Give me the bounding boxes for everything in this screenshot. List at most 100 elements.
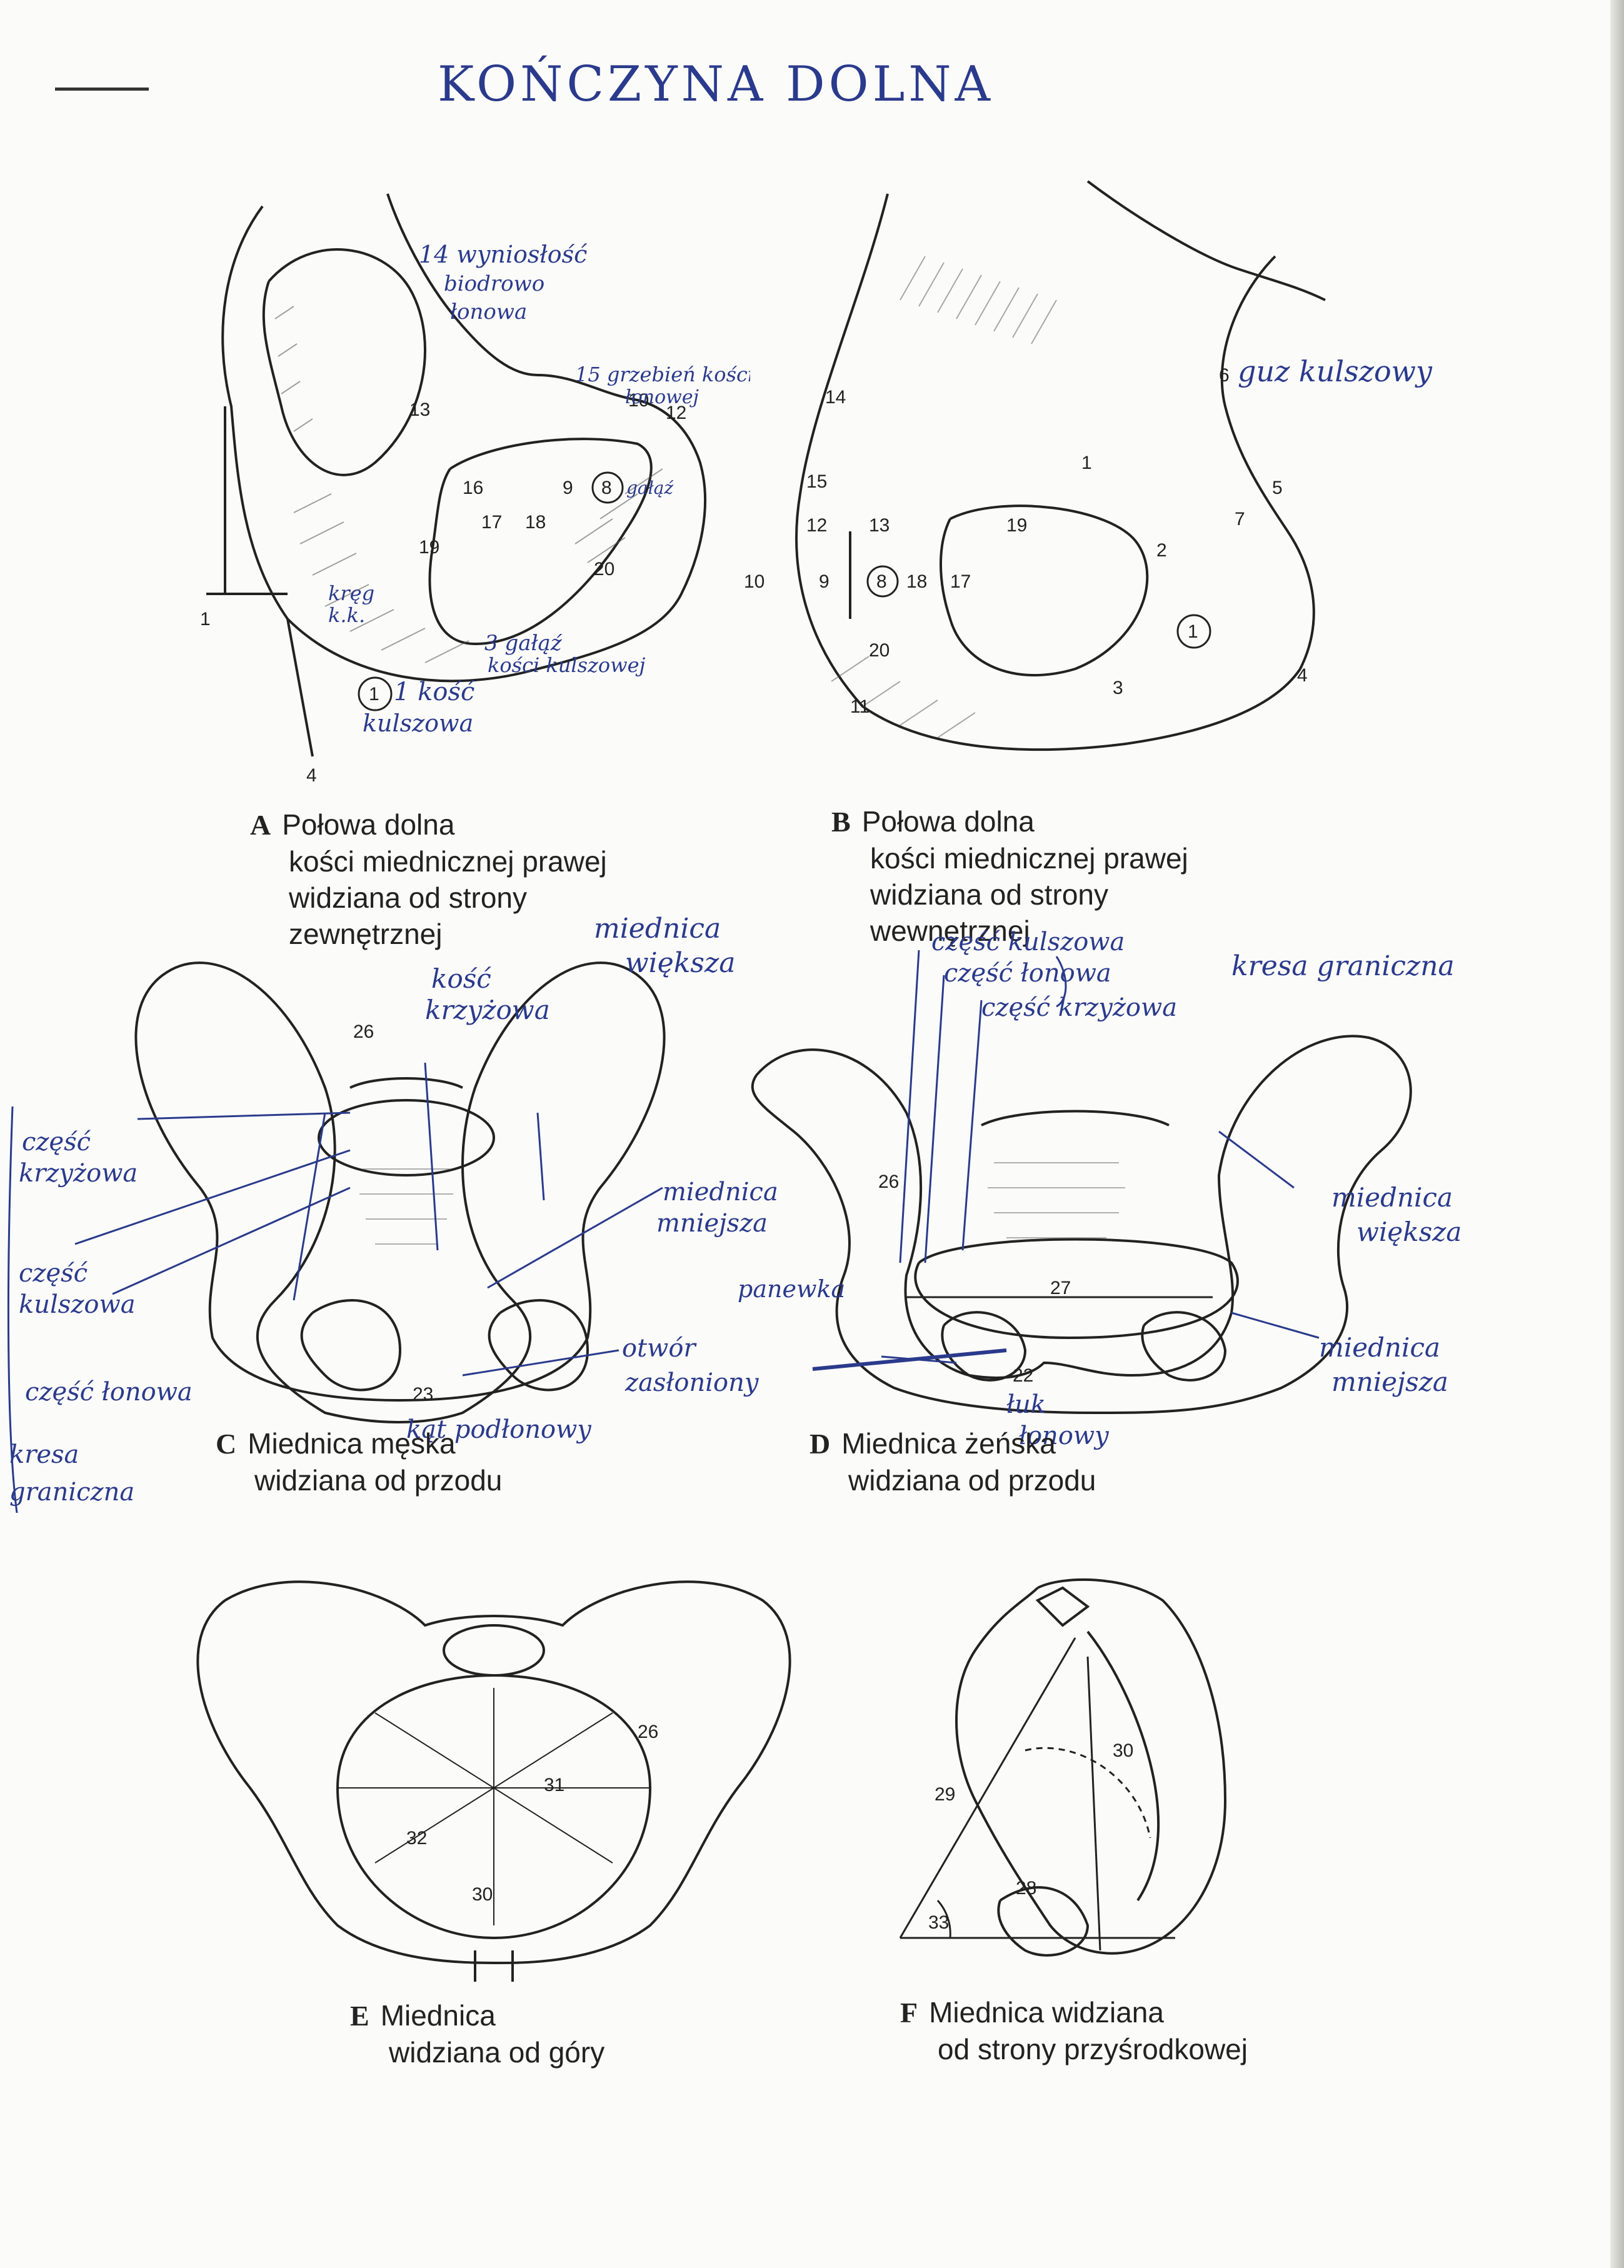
annotation-c-cz-krzyzowa-1: część	[22, 1128, 91, 1157]
caption-a-line-3: widziana od strony	[289, 881, 527, 914]
label-a-4: 4	[306, 765, 317, 781]
annotation-d-czesc-2: część łonowa	[944, 959, 1111, 988]
caption-f-line-1: Miednica widziana	[929, 1996, 1164, 2029]
caption-b-line-1: Połowa dolna	[861, 805, 1035, 838]
figure-a-drawing: 13 10 12 16 9 8 17 18 19 20 1 4 14 wynio…	[200, 193, 750, 781]
annotation-a-3-2: kości kulszowej	[488, 653, 646, 677]
annotation-d-luk-2: łonowy	[1019, 1422, 1110, 1450]
annotation-a-1-1: 1 kość	[394, 678, 475, 706]
label-a-19: 19	[419, 537, 439, 558]
caption-d-line-1: Miednica żeńska	[841, 1427, 1056, 1460]
annotation-c-mniejsza-2: mniejsza	[656, 1209, 768, 1238]
caption-a-line-2: kości miednicznej prawej	[289, 845, 607, 878]
caption-a-line-1: Połowa dolna	[282, 808, 455, 841]
annotation-d-wieksza-2: większa	[1356, 1217, 1461, 1247]
label-a-20: 20	[594, 559, 614, 580]
label-e-32: 32	[406, 1828, 427, 1849]
annotation-c-cz-krzyzowa-2: krzyżowa	[19, 1159, 138, 1188]
annotation-d-kresa: kresa graniczna	[1231, 950, 1455, 982]
annotation-a-3-1: 3 gałąź	[484, 631, 563, 656]
annotation-c-otwor-1: otwór	[622, 1334, 697, 1363]
label-b-5: 5	[1272, 478, 1283, 498]
label-e-31: 31	[544, 1775, 564, 1795]
annotation-d-luk-1: łuk	[1006, 1390, 1046, 1419]
label-a-13: 13	[409, 399, 430, 420]
annotation-c-kresa-1: kresa	[9, 1440, 79, 1469]
annotation-c-krzyzowa-2: krzyżowa	[425, 995, 550, 1025]
caption-a-line-4: zewnętrznej	[289, 918, 443, 950]
annotation-b-6: guz kulszowy	[1238, 354, 1433, 388]
annotation-a-14-1: 14 wyniosłość	[419, 241, 588, 268]
line-f-29	[899, 1637, 1076, 1939]
annotation-c-mniejsza-1: miednica	[663, 1178, 778, 1207]
caption-d-letter: D	[809, 1428, 831, 1460]
annotation-d-wieksza-1: miednica	[1331, 1182, 1453, 1213]
figure-b-drawing: 14 6 15 5 12 13 19 7 10 9 8 18 17 2 1 1 …	[744, 180, 1433, 751]
caption-c-line-2: widziana od przodu	[254, 1464, 503, 1497]
annotation-c-otwor-2: zasłoniony	[624, 1368, 759, 1397]
annotation-a-8: gałąź	[626, 478, 674, 498]
label-a-1: 1	[200, 609, 211, 630]
label-a-17: 17	[481, 512, 502, 533]
caption-b-line-3: widziana od strony	[870, 878, 1108, 911]
annotation-c-wieksza-1: miednica	[594, 913, 721, 945]
label-b-2: 2	[1156, 540, 1167, 561]
label-b-1: 1	[1081, 453, 1092, 473]
annotation-a-15-2: łonowej	[625, 386, 699, 408]
label-b-11: 11	[850, 696, 870, 717]
label-a-8: 8	[601, 478, 612, 498]
label-a-16: 16	[463, 478, 483, 498]
annotation-c-wieksza-2: większa	[625, 947, 735, 979]
annotation-a-1-2: kulszowa	[363, 710, 473, 737]
label-b-17: 17	[950, 571, 971, 592]
line-e-32b	[374, 1712, 613, 1864]
annotation-a-14-3: łonowa	[450, 299, 527, 324]
label-b-9: 9	[819, 571, 830, 592]
top-rule	[55, 88, 149, 91]
label-f-29: 29	[935, 1784, 955, 1805]
page-edge	[1610, 0, 1624, 2268]
caption-b-letter: B	[831, 806, 851, 838]
label-b-3: 3	[1113, 678, 1123, 698]
annotation-c-cz-kulszowa-2: kulszowa	[19, 1290, 136, 1319]
label-b-1b: 1	[1188, 621, 1198, 642]
caption-e-letter: E	[350, 2000, 369, 2032]
label-d-22: 22	[1013, 1365, 1033, 1386]
circle-a-1	[358, 676, 393, 711]
figure-f-drawing: 30 29 28 33	[899, 1578, 1227, 1957]
circle-a-8	[591, 471, 624, 504]
caption-c-letter: C	[216, 1428, 237, 1460]
label-b-4: 4	[1297, 665, 1308, 686]
caption-e-line-2: widziana od góry	[389, 2036, 605, 2069]
label-d-26: 26	[878, 1172, 899, 1192]
label-a-9: 9	[563, 478, 573, 498]
page-title: KOŃCZYNA DOLNA	[438, 56, 994, 113]
label-c-26: 26	[353, 1021, 374, 1042]
caption-c: C Miednica męska widziana od przodu	[216, 1425, 502, 1498]
label-b-6: 6	[1219, 365, 1230, 386]
annotation-c-kresa-2: graniczna	[9, 1478, 134, 1507]
label-b-10: 10	[744, 571, 764, 592]
annotation-c-cz-kulszowa-1: część	[19, 1259, 88, 1288]
line-f-28	[1025, 1747, 1151, 1839]
label-f-28: 28	[1016, 1878, 1036, 1899]
figure-d-drawing: 26 27 22 część kulszowa część łonowa czę…	[738, 928, 1461, 1450]
label-d-27: 27	[1050, 1278, 1071, 1298]
annotation-a-15-1: 15 grzebień kości	[575, 363, 750, 386]
label-b-19: 19	[1006, 515, 1027, 536]
label-f-33: 33	[928, 1912, 949, 1933]
label-a-1b: 1	[369, 684, 379, 705]
annotation-d-mniejsza-1: miednica	[1319, 1332, 1440, 1363]
annotation-a-side-1: kręg	[328, 581, 374, 605]
label-b-14: 14	[825, 387, 846, 408]
caption-c-line-1: Miednica męska	[248, 1427, 456, 1460]
annotation-d-czesc-1: część kulszowa	[931, 928, 1125, 956]
arc-f-33	[936, 1900, 951, 1939]
label-b-8: 8	[876, 571, 887, 592]
annotation-d-panewka: panewka	[738, 1275, 845, 1303]
